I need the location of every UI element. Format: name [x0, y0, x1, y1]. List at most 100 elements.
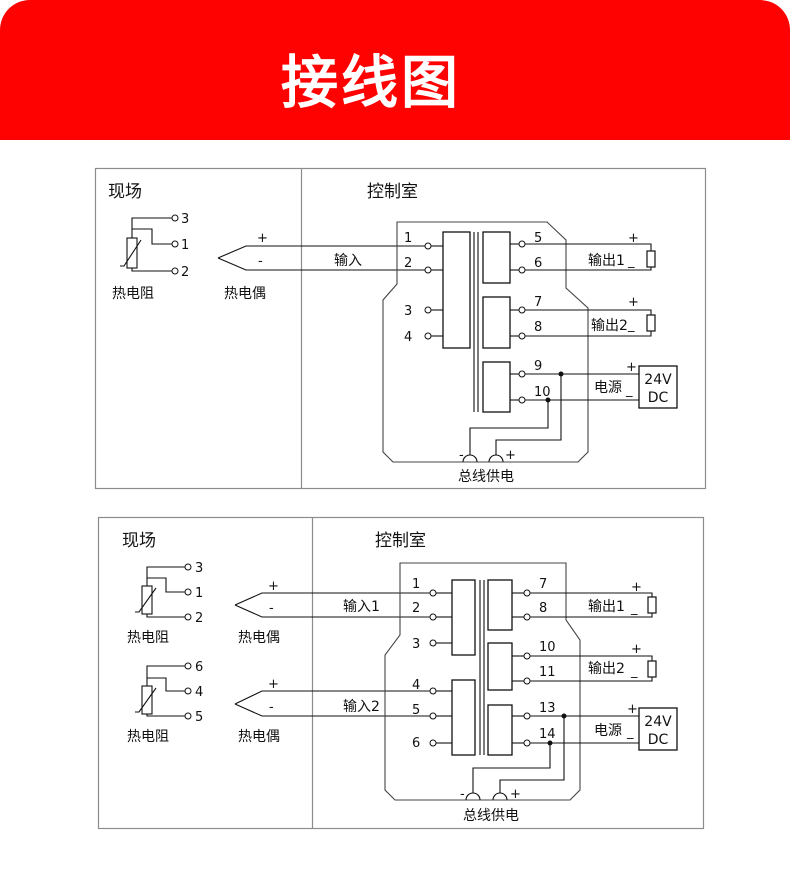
output-terminal-number: 7: [534, 295, 542, 310]
terminal-icon: [518, 332, 526, 340]
rtd-label: 热电阻: [127, 630, 169, 646]
output2-label: 输出2: [591, 318, 628, 334]
isolator-device: 1 2 3 4 5 6 7 8 10 11 13 14: [384, 562, 581, 824]
wiring-diagram-2: 现场 控制室 3 1 2 热电阻 + - 热电偶 输入1: [97, 516, 705, 830]
power-plus-sign: +: [627, 702, 638, 717]
rtd-wire: [146, 566, 185, 586]
output-terminal-number: 13: [539, 701, 556, 716]
output1-loop: + _ 输出1: [530, 580, 657, 618]
rtd-wire: [147, 677, 185, 692]
terminal-icon: [171, 240, 179, 248]
terminal-icon: [518, 306, 526, 314]
terminal-icon: [518, 266, 526, 274]
input-terminal-number: 1: [404, 231, 412, 246]
control-room-section-label: 控制室: [375, 531, 426, 551]
output-terminal-number: 11: [539, 665, 556, 680]
bus-minus-sign: -: [460, 787, 465, 802]
input1-label: 输入1: [343, 599, 380, 615]
device-housing: [382, 221, 589, 463]
dc-source-type: DC: [648, 732, 669, 748]
rtd-wire-3: [131, 217, 172, 238]
bus-connector-icon: [462, 454, 478, 463]
terminal-icon: [518, 396, 526, 404]
output1-positive-wire: [530, 592, 653, 597]
thermocouple-minus-sign: -: [269, 700, 274, 715]
terminal-icon: [523, 712, 531, 720]
isolator-device: 1 2 3 4 5 6 7 8 9 10: [382, 221, 589, 485]
rtd-terminal-number: 3: [181, 212, 189, 227]
output1-module-block: [487, 579, 513, 631]
bus-power-label: 总线供电: [463, 808, 519, 824]
input-terminal-number: 4: [412, 678, 420, 693]
output-terminal-number: 14: [539, 727, 556, 742]
power-module-block: [482, 361, 511, 413]
thermocouple-positive-wire: [234, 592, 430, 606]
output1-positive-wire: [525, 243, 652, 251]
terminal-icon: [424, 266, 432, 274]
terminal-icon: [424, 242, 432, 250]
output-terminal-number: 6: [534, 256, 542, 271]
terminal-icon: [429, 589, 437, 597]
thermocouple-plus-sign: +: [268, 677, 279, 692]
output-terminal-number: 10: [534, 385, 551, 400]
diagram-frame: [97, 516, 705, 830]
output2-negative-wire: [530, 677, 653, 682]
bus-power-label: 总线供电: [458, 469, 514, 485]
input-label: 输入: [334, 253, 362, 269]
terminal-icon: [523, 613, 531, 621]
control-room-section-label: 控制室: [367, 182, 418, 202]
power-minus-sign: _: [626, 725, 634, 740]
thermocouple-positive-wire: [217, 245, 425, 259]
output2-minus-sign: _: [627, 318, 635, 333]
output2-negative-wire: [525, 331, 652, 337]
input-module-block: [442, 231, 471, 349]
thermocouple-label: 热电偶: [238, 729, 280, 745]
input-terminal-number: 1: [412, 577, 420, 592]
output2-positive-wire: [530, 655, 653, 661]
rtd-terminal-number: 1: [195, 586, 203, 601]
output1-minus-sign: _: [627, 254, 635, 269]
thermocouple-label: 热电偶: [238, 630, 280, 646]
bus-connector-icon: [465, 792, 481, 801]
diagram-frame: [94, 167, 707, 490]
terminal-icon: [523, 652, 531, 660]
rtd-wire: [146, 614, 185, 618]
terminal-icon: [523, 589, 531, 597]
terminal-icon: [184, 712, 192, 720]
dc-source-voltage: 24V: [644, 372, 672, 388]
output1-negative-wire: [525, 267, 652, 271]
terminal-icon: [184, 687, 192, 695]
terminal-icon: [424, 332, 432, 340]
rtd-sensor: 3 1 2 热电阻: [112, 212, 189, 302]
terminal-icon: [184, 613, 192, 621]
terminal-icon: [171, 267, 179, 275]
input-terminal-number: 4: [404, 330, 412, 345]
output-terminal-number: 5: [534, 231, 542, 246]
bus-minus-sign: -: [459, 448, 464, 463]
thermocouple-minus-sign: -: [269, 601, 274, 616]
field-section-label: 现场: [108, 182, 142, 202]
output1-module-block: [482, 231, 511, 284]
terminal-icon: [424, 306, 432, 314]
bus-negative-wire: [469, 400, 549, 455]
output2-plus-sign: +: [628, 295, 639, 310]
thermocouple-positive-wire: [234, 690, 430, 705]
rtd-label: 热电阻: [127, 729, 169, 745]
thermocouple-plus-sign: +: [257, 231, 268, 246]
output1-minus-sign: _: [630, 601, 638, 616]
output2-module-block: [482, 296, 511, 349]
terminal-icon: [184, 662, 192, 670]
dc-source-box: [638, 365, 678, 409]
thermocouple-label: 热电偶: [224, 286, 266, 302]
terminal-icon: [523, 739, 531, 747]
rtd-terminal-number: 1: [181, 238, 189, 253]
header-banner: 接线图: [0, 0, 790, 140]
output2-positive-wire: [525, 309, 652, 315]
load-resistor-icon: [646, 250, 656, 268]
power-label: 电源: [594, 380, 622, 396]
power-label: 电源: [594, 723, 622, 739]
output2-plus-sign: +: [631, 642, 642, 657]
load-resistor-icon: [647, 660, 657, 678]
bus-negative-wire: [472, 743, 551, 793]
